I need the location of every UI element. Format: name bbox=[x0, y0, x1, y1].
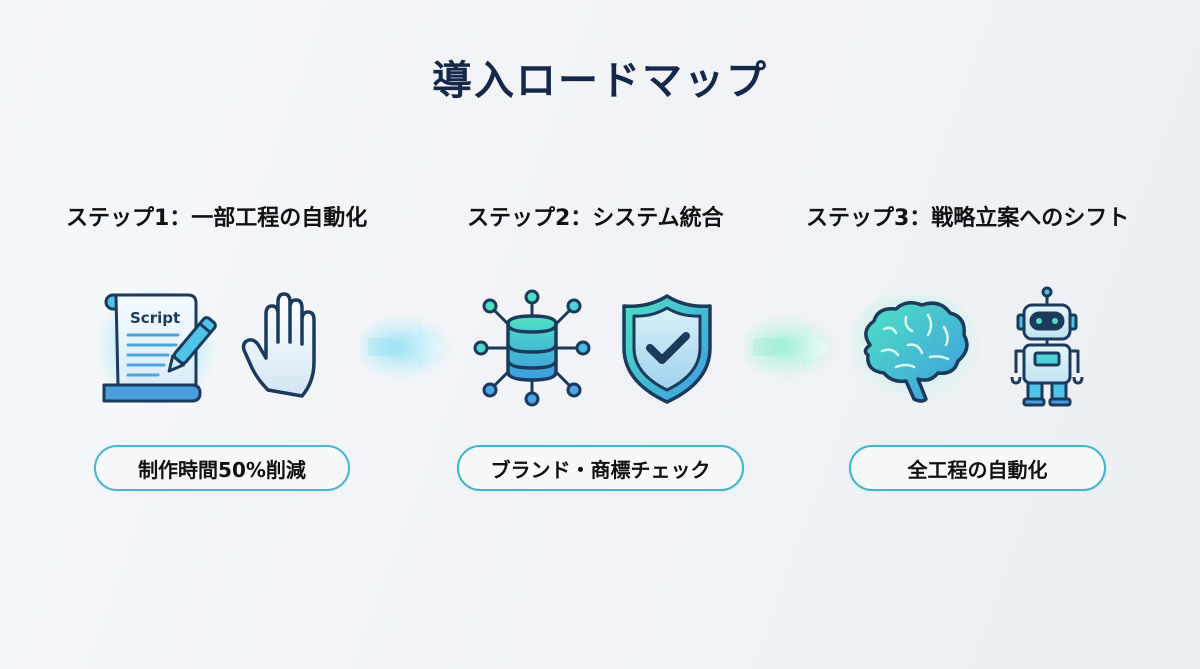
step-3-result-badge: 全工程の自動化 bbox=[849, 445, 1106, 491]
arrow-right-icon bbox=[355, 312, 460, 382]
step-1-result-badge: 制作時間50%削減 bbox=[94, 445, 350, 491]
shield-check-icon bbox=[620, 292, 715, 407]
step-1-result-text: 制作時間50%削減 bbox=[138, 457, 306, 482]
script-document-icon: Script bbox=[94, 285, 226, 415]
brain-icon bbox=[848, 289, 982, 410]
page-title: 導入ロードマップ bbox=[432, 58, 768, 104]
raised-hand-icon bbox=[240, 290, 330, 405]
svg-text:Script: Script bbox=[130, 309, 180, 327]
step-2-result-text: ブランド・商標チェック bbox=[490, 457, 711, 482]
step-3-heading: ステップ3：戦略立案へのシフト bbox=[806, 206, 1130, 231]
arrow-right-icon bbox=[740, 312, 845, 382]
step-2-result-badge: ブランド・商標チェック bbox=[457, 445, 744, 491]
step-2-heading: ステップ2：システム統合 bbox=[467, 206, 724, 231]
robot-icon bbox=[1002, 285, 1092, 410]
step-1-heading: ステップ1：一部工程の自動化 bbox=[66, 206, 368, 231]
step-3-result-text: 全工程の自動化 bbox=[907, 457, 1048, 482]
database-network-icon bbox=[472, 288, 592, 408]
